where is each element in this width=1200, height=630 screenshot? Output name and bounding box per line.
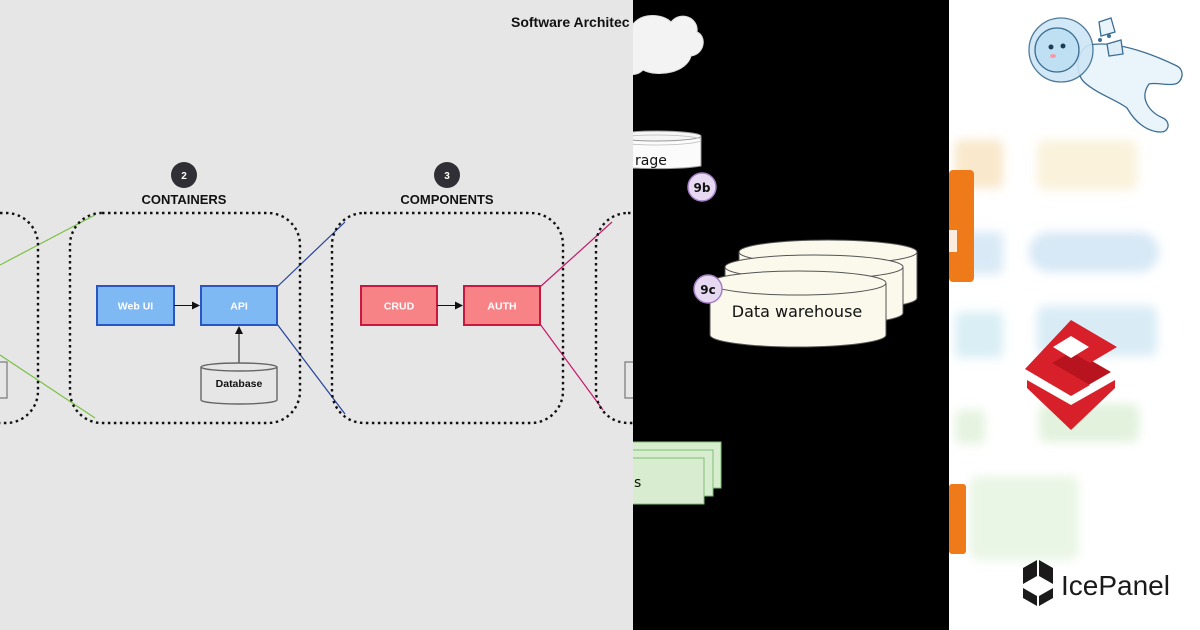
- auth-label: AUTH: [487, 301, 516, 313]
- orange-tab-top: [949, 170, 974, 282]
- badge-9b: [687, 172, 717, 202]
- svg-text:3: 3: [444, 171, 450, 182]
- containers-boundary: [68, 211, 302, 425]
- storage-label: rage: [635, 153, 667, 169]
- icepanel-wordmark-icon: [1023, 560, 1053, 606]
- services-label: s: [634, 475, 641, 491]
- svg-text:9b: 9b: [694, 181, 711, 195]
- code-element-fragment: [624, 361, 633, 399]
- zoom-line-blue-bottom: [276, 323, 346, 415]
- zoom-line-green-bottom: [0, 354, 96, 419]
- badge-9c: [693, 274, 723, 304]
- cloud-shape: [633, 15, 704, 75]
- context-element-fragment: [0, 361, 8, 399]
- storage-cylinder: [633, 130, 702, 170]
- context-boundary: [0, 211, 40, 425]
- data-warehouse-cylinders: [709, 239, 918, 348]
- auth-box: [463, 285, 541, 326]
- c4-diagram-canvas: Software Architec 2 CONTAINERS Web UI AP…: [0, 14, 633, 425]
- crud-label: CRUD: [384, 301, 415, 313]
- zoom-line-green-top: [0, 214, 96, 266]
- c4-diagram-panel: Software Architec 2 CONTAINERS Web UI AP…: [0, 0, 633, 630]
- astronaut-yeti-icon: [1028, 17, 1183, 133]
- code-boundary: [594, 211, 633, 425]
- icepanel-canvas: IcePanel: [949, 17, 1183, 606]
- brand-name: IcePanel: [1061, 570, 1170, 601]
- icepanel-logo-icon: [1025, 320, 1117, 430]
- database-label: Database: [216, 378, 263, 390]
- data-warehouse-label: Data warehouse: [732, 302, 863, 321]
- components-boundary: [330, 211, 565, 425]
- web-ui-label: Web UI: [118, 301, 153, 313]
- crud-box: [360, 285, 438, 326]
- level-badge-2: [171, 162, 197, 188]
- zoom-line-magenta-top: [539, 221, 613, 288]
- dark-diagram-canvas: rage 9b Data warehouse 9c s: [633, 15, 918, 505]
- level-badge-3: [434, 162, 460, 188]
- diagram-title: Software Architec: [511, 14, 630, 30]
- database-cylinder: [200, 362, 278, 405]
- services-stack: [633, 441, 722, 505]
- icepanel-panel: IcePanel: [949, 0, 1200, 630]
- api-label: API: [230, 301, 248, 313]
- containers-heading: CONTAINERS: [142, 192, 227, 207]
- svg-text:2: 2: [181, 171, 187, 182]
- components-heading: COMPONENTS: [400, 192, 494, 207]
- zoom-line-blue-top: [276, 221, 346, 288]
- orange-tab-bottom: [949, 484, 966, 554]
- dark-diagram-panel: rage 9b Data warehouse 9c s: [633, 0, 949, 630]
- zoom-line-magenta-bottom: [539, 323, 604, 411]
- svg-text:9c: 9c: [700, 283, 715, 297]
- api-box: [200, 285, 278, 326]
